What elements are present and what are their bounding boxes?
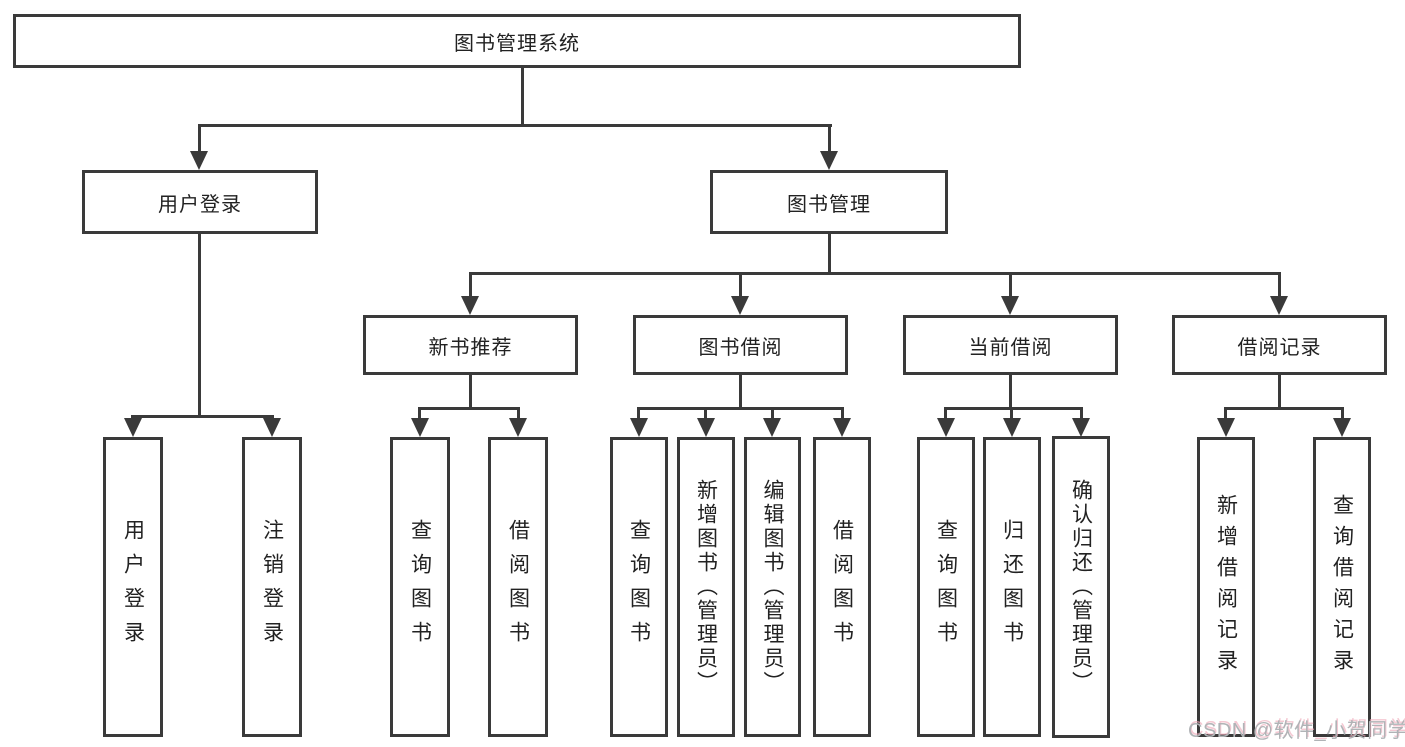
leaf-query-books-recommend-label: 查询图书 [408, 519, 432, 655]
connector-stub-br2 [1341, 407, 1344, 421]
connector-stub-bb3 [771, 407, 774, 421]
connector-stub-nb2 [517, 407, 520, 421]
node-user-login: 用户登录 [82, 170, 318, 234]
node-new-book-recommend: 新书推荐 [363, 315, 578, 375]
connector-stub-cb2 [1010, 407, 1013, 421]
leaf-add-book-admin: 新增图书（管理员） [677, 437, 735, 737]
arrowhead-cb1 [937, 418, 955, 437]
leaf-query-books-current-label: 查询图书 [934, 519, 958, 655]
leaf-query-borrow-record-label: 查询借阅记录 [1330, 494, 1354, 680]
leaf-add-book-admin-label: 新增图书（管理员） [694, 479, 718, 695]
arrowhead-bb2 [697, 418, 715, 437]
leaf-edit-book-admin-label: 编辑图书（管理员） [761, 479, 784, 695]
connector-stub-bb1 [637, 407, 640, 421]
node-borrow-records-label: 借阅记录 [1237, 336, 1322, 359]
connector-stub-current-borrow [1009, 272, 1012, 300]
arrowhead-nb1 [411, 418, 429, 437]
arrowhead-cb2 [1003, 418, 1021, 437]
arrowhead-nb2 [509, 418, 527, 437]
connector-stub-cb3 [1080, 407, 1083, 421]
arrowhead-current-borrow [1001, 296, 1019, 315]
connector-stub-bb4 [841, 407, 844, 421]
leaf-query-books-borrow: 查询图书 [610, 437, 668, 737]
connector-records-stem [1278, 375, 1281, 410]
connector-stub-new-book [469, 272, 472, 300]
connector-newbook-hline [418, 407, 520, 410]
arrowhead-leaf-login [124, 418, 142, 437]
node-root-label: 图书管理系统 [454, 32, 580, 55]
arrowhead-user-login [190, 151, 208, 170]
leaf-return-book: 归还图书 [983, 437, 1041, 737]
connector-stub-br1 [1224, 407, 1227, 421]
node-book-borrow-label: 图书借阅 [698, 336, 783, 359]
connector-stub-book-management [828, 124, 831, 156]
arrowhead-cb3 [1072, 418, 1090, 437]
connector-borrow-stem [739, 375, 742, 410]
node-new-book-recommend-label: 新书推荐 [428, 336, 513, 359]
connector-stub-nb1 [418, 407, 421, 421]
connector-current-hline [944, 407, 1083, 410]
leaf-confirm-return-admin: 确认归还（管理员） [1052, 436, 1110, 738]
node-current-borrow: 当前借阅 [903, 315, 1118, 375]
node-book-management-label: 图书管理 [787, 193, 871, 216]
arrowhead-book-management [820, 151, 838, 170]
node-current-borrow-label: 当前借阅 [968, 336, 1053, 359]
arrowhead-new-book [461, 296, 479, 315]
arrowhead-br2 [1333, 418, 1351, 437]
connector-mgmt-stem [828, 234, 831, 275]
leaf-logout: 注销登录 [242, 437, 302, 737]
connector-stub-bb2 [704, 407, 707, 421]
connector-login-hline [131, 415, 274, 418]
connector-stub-cb1 [944, 407, 947, 421]
leaf-return-book-label: 归还图书 [1000, 519, 1024, 655]
arrowhead-borrow-records [1270, 296, 1288, 315]
leaf-logout-label: 注销登录 [260, 519, 284, 655]
arrowhead-bb1 [630, 418, 648, 437]
node-book-borrow: 图书借阅 [633, 315, 848, 375]
connector-stub-borrow-records [1278, 272, 1281, 300]
node-book-management: 图书管理 [710, 170, 948, 234]
node-borrow-records: 借阅记录 [1172, 315, 1387, 375]
leaf-query-books-borrow-label: 查询图书 [627, 519, 651, 655]
csdn-watermark: CSDN @软件_小贺同学 [1188, 720, 1405, 742]
leaf-query-borrow-record: 查询借阅记录 [1313, 437, 1371, 737]
arrowhead-bb3 [763, 418, 781, 437]
leaf-borrow-books: 借阅图书 [813, 437, 871, 737]
connector-login-stem [198, 234, 201, 418]
leaf-query-books-recommend: 查询图书 [390, 437, 450, 737]
connector-stub-user-login [198, 124, 201, 156]
leaf-query-books-current: 查询图书 [917, 437, 975, 737]
leaf-confirm-return-admin-label: 确认归还（管理员） [1069, 479, 1093, 695]
leaf-add-borrow-record-label: 新增借阅记录 [1214, 494, 1238, 680]
connector-current-stem [1009, 375, 1012, 410]
arrowhead-br1 [1217, 418, 1235, 437]
leaf-add-borrow-record: 新增借阅记录 [1197, 437, 1255, 737]
node-user-login-label: 用户登录 [158, 193, 242, 216]
leaf-user-login-label: 用户登录 [121, 519, 145, 655]
connector-root-hline [198, 124, 832, 127]
arrowhead-bb4 [833, 418, 851, 437]
arrowhead-book-borrow [731, 296, 749, 315]
arrowhead-leaf-logout [263, 418, 281, 437]
connector-mgmt-hline [469, 272, 1281, 275]
leaf-borrow-books-recommend-label: 借阅图书 [506, 519, 530, 655]
leaf-edit-book-admin: 编辑图书（管理员） [744, 437, 801, 737]
connector-root-stem [521, 67, 524, 127]
connector-stub-book-borrow [739, 272, 742, 300]
connector-records-hline [1224, 407, 1344, 410]
connector-newbook-stem [469, 375, 472, 410]
node-root: 图书管理系统 [13, 14, 1021, 68]
leaf-borrow-books-recommend: 借阅图书 [488, 437, 548, 737]
leaf-user-login: 用户登录 [103, 437, 163, 737]
leaf-borrow-books-label: 借阅图书 [830, 519, 854, 655]
connector-borrow-hline [637, 407, 844, 410]
